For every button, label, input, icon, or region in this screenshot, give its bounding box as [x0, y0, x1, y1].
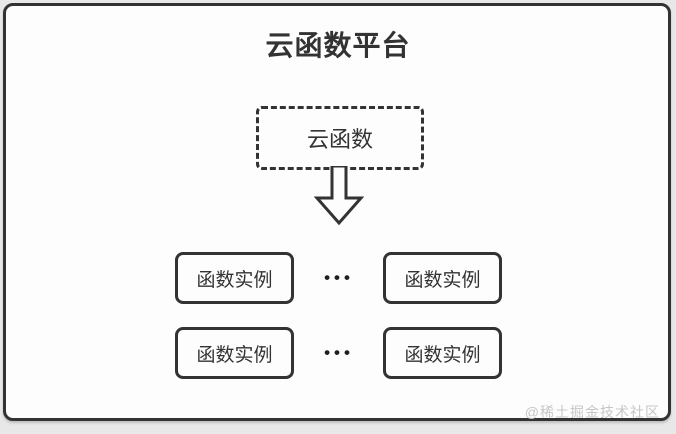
function-instance-box: 函数实例 [383, 327, 502, 379]
function-instance-box: 函数实例 [175, 252, 294, 304]
watermark-text: @稀土掘金技术社区 [524, 404, 660, 420]
cloud-function-label: 云函数 [306, 127, 373, 152]
ellipsis-row2: ••• [324, 343, 354, 362]
function-instance-label: 函数实例 [196, 344, 273, 366]
function-instance-label: 函数实例 [404, 344, 481, 366]
function-instance-label: 函数实例 [196, 269, 273, 291]
cloud-function-box: 云函数 [256, 106, 424, 170]
down-arrow-icon [313, 164, 365, 226]
function-instance-label: 函数实例 [404, 269, 481, 291]
function-instance-box: 函数实例 [175, 327, 294, 379]
ellipsis-row1: ••• [324, 268, 354, 287]
diagram-title: 云函数平台 [265, 30, 411, 61]
function-instance-box: 函数实例 [383, 252, 502, 304]
